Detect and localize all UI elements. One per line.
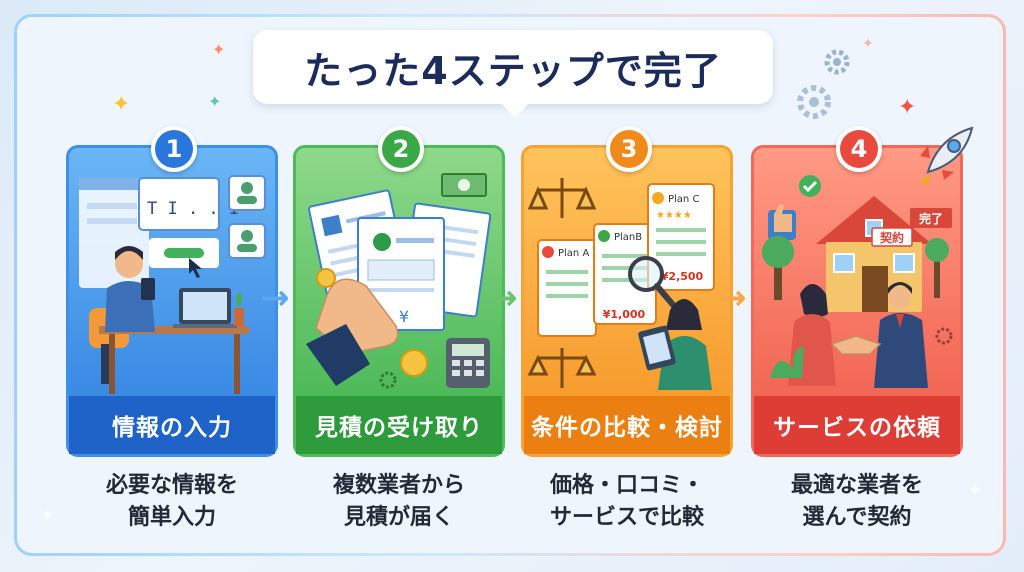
arrow-right-icon: → — [718, 278, 747, 318]
desc-line: 価格・口コミ・ — [549, 473, 704, 498]
desc-line: 必要な情報を — [105, 473, 238, 498]
sparkle-icon: ✦ — [208, 92, 222, 111]
plan-b-label: PlanB — [614, 232, 642, 243]
step-label: サービスの依頼 — [754, 396, 960, 454]
step-card-2: ¥ 2 見積の受け取り — [293, 126, 505, 457]
sparkle-icon: ✦ — [898, 95, 917, 120]
thumbs-up-icon — [768, 204, 796, 240]
price-1: ¥1,000 — [603, 308, 646, 321]
comparison-illustration: Plan A PlanB ¥1,000 Plan C ★★★★ ¥2,500 — [527, 178, 715, 390]
step-number: 4 — [840, 130, 878, 168]
step-description-3: 価格・口コミ・ サービスで比較 — [512, 470, 742, 534]
gear-icon — [797, 49, 850, 119]
step-card-1: T I . . I 1 情報の入力 — [66, 126, 278, 457]
svg-text:★★★★: ★★★★ — [656, 210, 692, 221]
sparkle-icon: ✦ — [112, 92, 131, 117]
yen-symbol: ¥ — [399, 307, 409, 326]
plan-a-label: Plan A — [558, 248, 589, 259]
desc-line: 見積が届く — [343, 505, 454, 530]
step-description-2: 複数業者から 見積が届く — [284, 470, 514, 534]
step-number: 1 — [155, 130, 193, 168]
step-card-4: 契約 完了 4 サービスの依頼 — [751, 126, 963, 457]
step-number-badge: 1 — [151, 126, 197, 172]
sparkle-icon: ✦ — [40, 505, 56, 526]
step-number: 2 — [382, 130, 420, 168]
step-number-badge: 3 — [606, 126, 652, 172]
contract-tag: 契約 — [879, 230, 904, 245]
step-description-4: 最適な業者を 選んで契約 — [742, 470, 972, 534]
arrow-right-icon: → — [261, 278, 290, 318]
desc-line: 最適な業者を — [790, 473, 923, 498]
arrow-right-icon: → — [489, 278, 518, 318]
step-number-badge: 2 — [378, 126, 424, 172]
contract-illustration: 契約 完了 — [762, 175, 953, 388]
desc-line: 簡単入力 — [127, 505, 216, 530]
desc-line: 選んで契約 — [802, 505, 912, 530]
title-banner: たった4ステップで完了 — [253, 30, 773, 118]
step-label: 条件の比較・検討 — [524, 396, 730, 454]
step-card-3: Plan A PlanB ¥1,000 Plan C ★★★★ ¥2,500 — [521, 126, 733, 457]
scale-icon — [527, 178, 597, 388]
done-tag: 完了 — [919, 211, 943, 226]
step-number-badge: 4 — [836, 126, 882, 172]
desc-line: 複数業者から — [332, 473, 465, 498]
handshake-icon — [830, 335, 882, 355]
sparkle-icon: ✦ — [968, 480, 984, 501]
sparkle-icon: ✦ — [862, 36, 874, 52]
step-description-1: 必要な情報を 簡単入力 — [57, 470, 287, 534]
rocket-icon — [920, 126, 974, 186]
page-title: たった4ステップで完了 — [304, 48, 722, 93]
desc-line: サービスで比較 — [549, 505, 704, 530]
step-label: 情報の入力 — [69, 396, 275, 454]
quotes-illustration: ¥ — [306, 173, 492, 389]
input-field-text: T I . . I — [147, 199, 239, 219]
person-laptop-illustration: T I . . I — [79, 175, 266, 394]
step-label: 見積の受け取り — [296, 396, 502, 454]
price-2: ¥2,500 — [661, 270, 704, 283]
step-number: 3 — [610, 130, 648, 168]
sparkle-icon: ✦ — [212, 40, 226, 59]
plan-c-label: Plan C — [668, 194, 699, 205]
speech-bubble-tail — [501, 103, 529, 118]
magnifier-icon — [628, 256, 677, 309]
